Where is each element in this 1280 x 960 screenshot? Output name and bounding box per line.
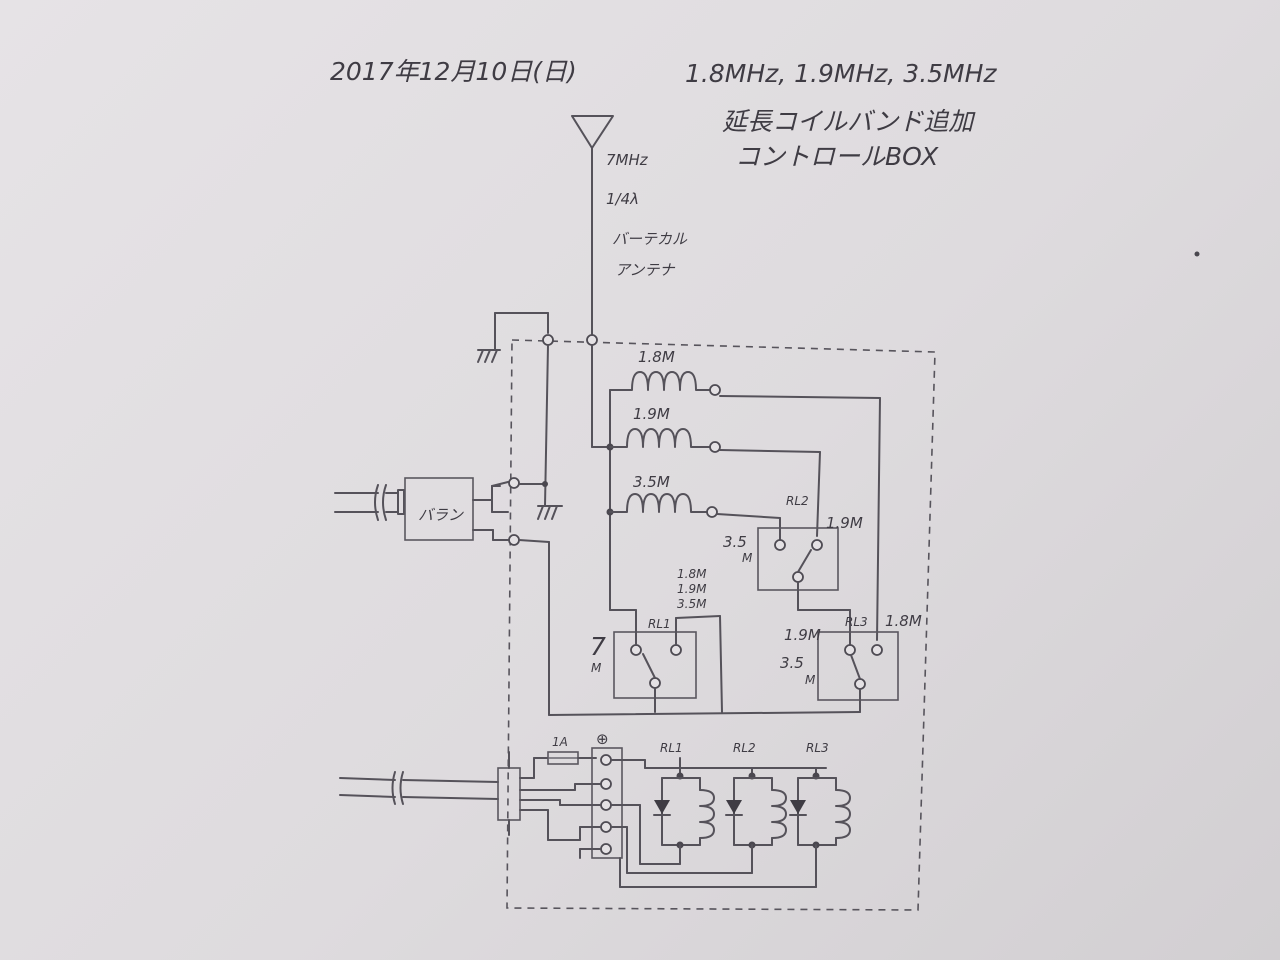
rl1-right-label-1: 1.8M [677,567,707,581]
rl2-left-unit: M [742,551,753,565]
relay-coil-rl2 [610,767,787,874]
title-line-2: コントロールBOX [735,142,939,171]
relay-coil-rl1 [610,757,715,865]
plus-terminal-label: ⊕ [596,730,609,748]
relay-rl1-label: RL1 [648,617,671,631]
enclosure-outline [506,339,936,911]
ground-terminal [542,334,554,346]
coil-1-9m [609,428,711,448]
relay-rl3-box [817,631,899,701]
rl1-left-label: 7 [590,632,606,661]
coax-input [334,484,405,521]
rl3-right-label: 1.8M [885,612,922,630]
antenna-label-type: バーテカル [612,230,688,248]
balun-box [404,477,474,541]
coil-label-3-5m: 3.5M [633,473,670,491]
fuse [519,751,597,779]
strip-wiring [519,783,602,859]
coil-rl2-label: RL2 [733,741,756,755]
rl3-left-unit: M [805,673,816,687]
date-label: 2017年12月10日(日) [330,57,577,86]
ground-symbol-top [477,312,549,363]
relay-coil-rl3 [619,767,851,888]
rl1-left-unit: M [591,661,602,675]
coil-1-8m [609,371,711,391]
coil-3-5m [609,493,708,513]
coil-rl1-label: RL1 [660,741,683,755]
rl2-left-label: 3.5 [723,533,747,551]
rl3-left-label-1: 1.9M [784,626,821,644]
terminal-strip [591,747,623,859]
rl1-right-label-2: 1.9M [677,582,707,596]
antenna-label-fraction: 1/4λ [606,190,639,208]
coil-label-1-8m: 1.8M [638,348,675,366]
control-cable [339,771,499,805]
antenna-terminal [586,334,598,346]
ground-wire [518,344,563,520]
relay-rl3-label: RL3 [845,615,868,629]
antenna-label-antenna: アンテナ [615,261,675,279]
frequency-list: 1.8MHz, 1.9MHz, 3.5MHz [685,59,997,88]
feed-line [591,344,611,611]
positive-bus [610,759,827,769]
rl2-right-label: 1.9M [826,514,863,532]
fuse-label: 1A [552,735,568,749]
balun-output [472,481,509,541]
rl1-right-label-3: 3.5M [677,597,707,611]
control-connector [497,767,521,821]
balun-label: バラン [418,506,464,524]
coil-label-1-9m: 1.9M [633,405,670,423]
antenna-symbol [571,115,614,335]
antenna-label-freq: 7MHz [606,151,649,169]
title-line-1: 延長コイルバンド追加 [722,107,976,136]
hot-line [518,539,861,716]
relay-rl2-label: RL2 [786,494,809,508]
rl3-left-label-2: 3.5 [780,654,804,672]
coil-rl3-label: RL3 [806,741,829,755]
coil-output-wiring [716,395,881,641]
paper-mark [1194,251,1200,257]
